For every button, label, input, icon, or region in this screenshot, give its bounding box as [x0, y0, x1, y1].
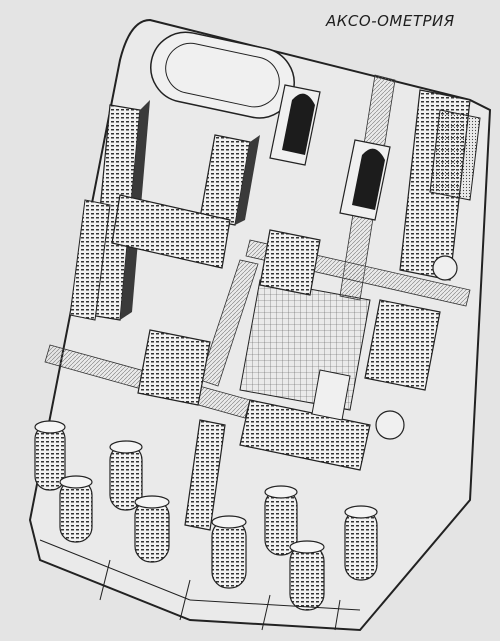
blocks-center-top [111, 134, 260, 269]
lower-plot-lines [39, 539, 361, 631]
tower-row [34, 420, 378, 611]
blocks-right [364, 89, 481, 440]
drawing-caption: АКСО-ОМЕТРИЯ [326, 12, 455, 30]
walkway-cross [199, 259, 259, 387]
central-plaza [239, 279, 371, 411]
arched-halls [269, 84, 391, 221]
blocks-middle [137, 229, 371, 531]
